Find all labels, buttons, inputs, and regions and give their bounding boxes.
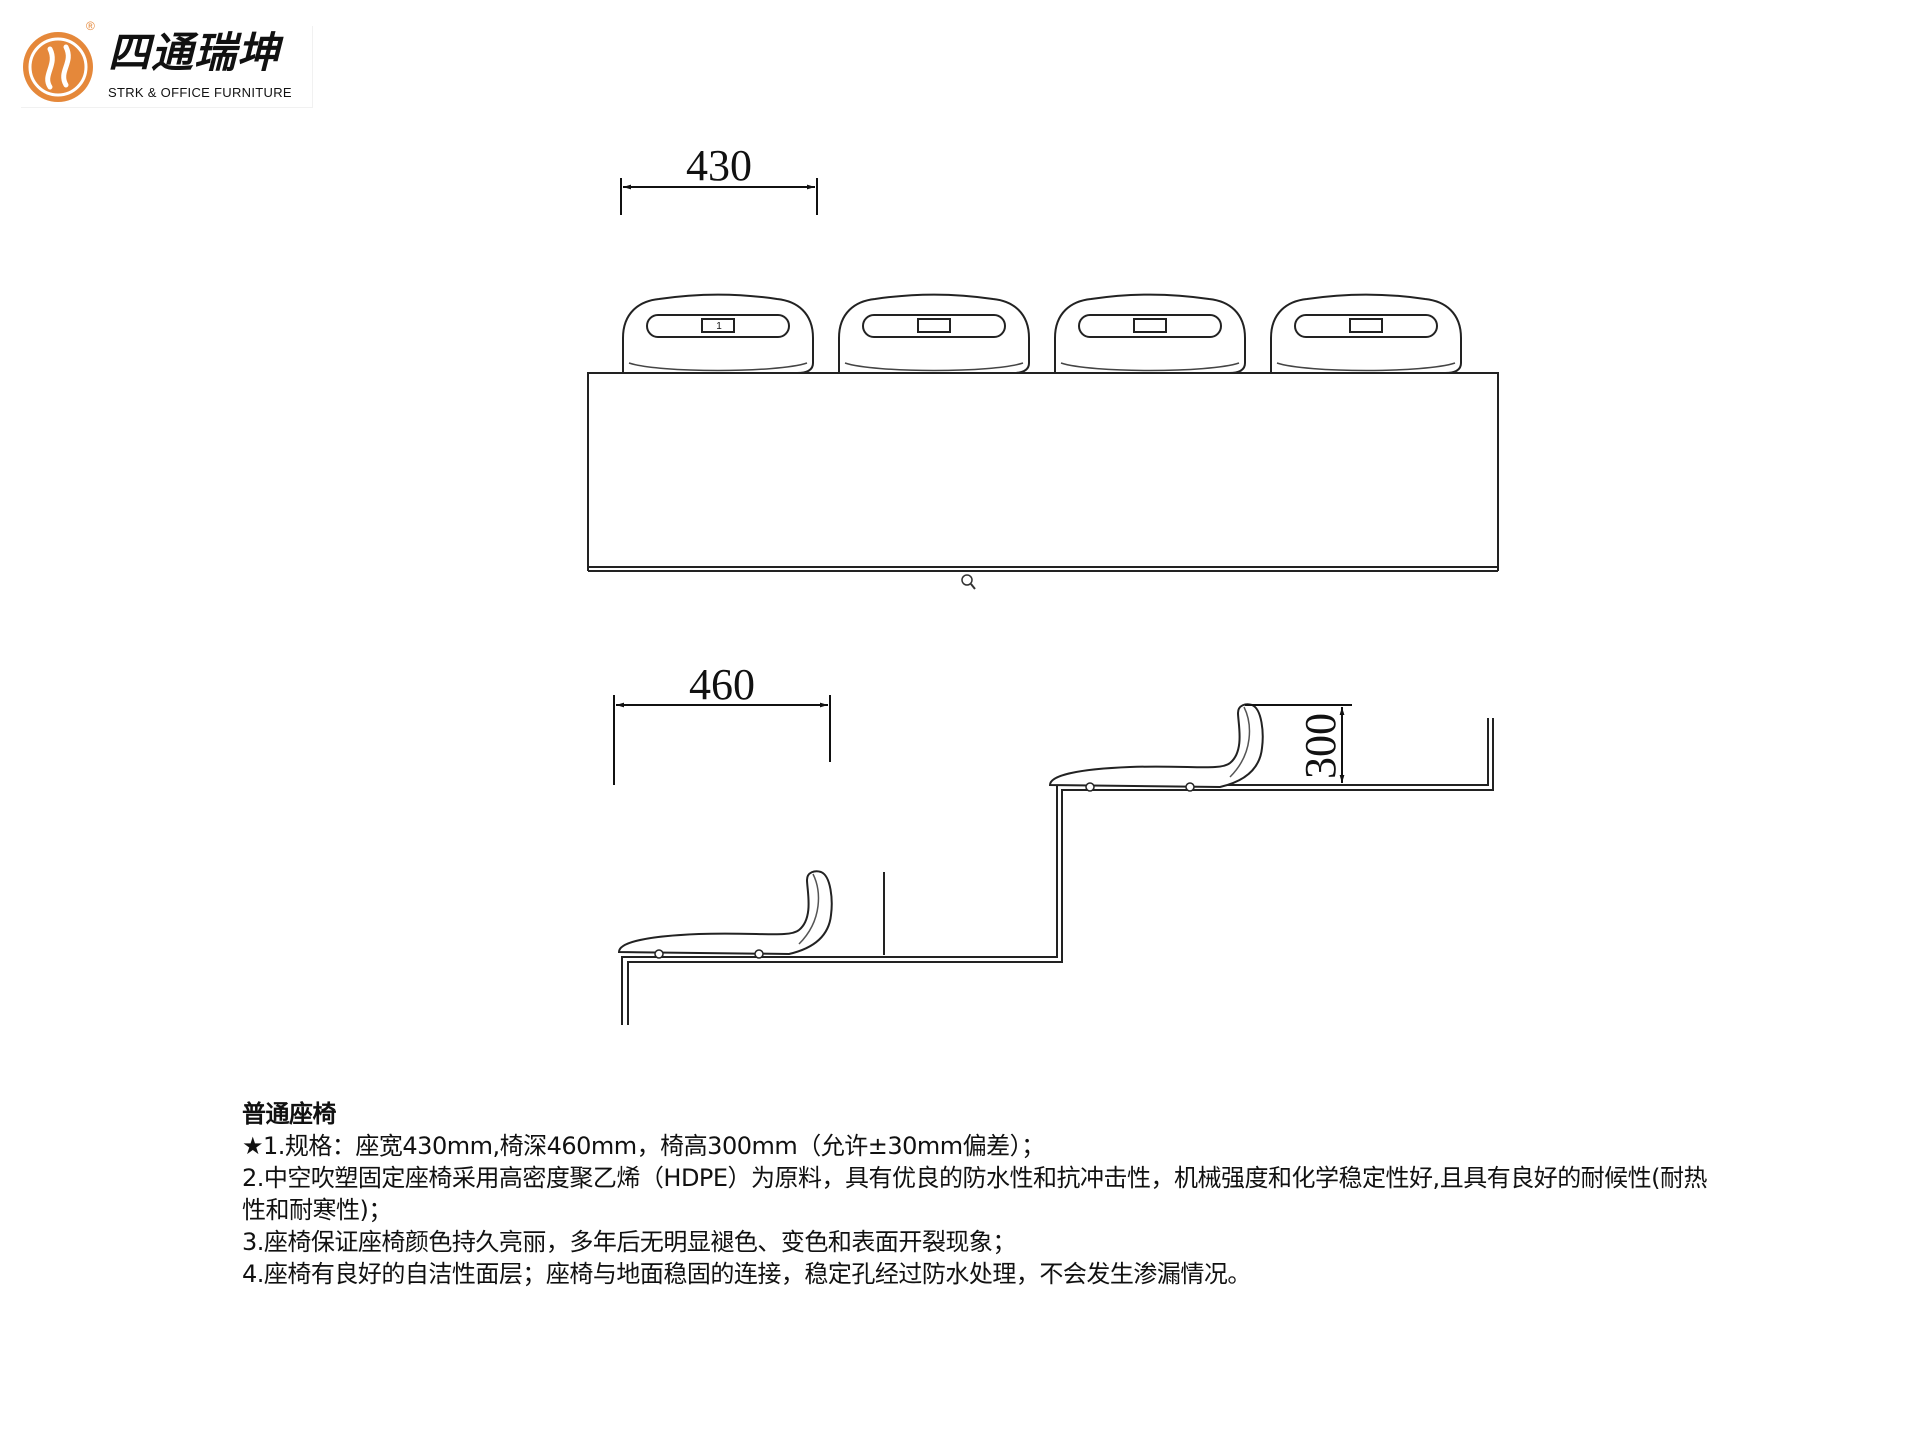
seat-technical-drawing: 430 1 460 300 bbox=[587, 141, 1499, 1025]
platform-top-view bbox=[587, 372, 1499, 572]
seat-number-label: 1 bbox=[716, 321, 722, 332]
width-dimension: 430 bbox=[620, 141, 818, 215]
spec-line: ★1.规格：座宽430mm,椅深460mm，椅高300mm（允许±30mm偏差）… bbox=[242, 1132, 1045, 1160]
spec-title: 普通座椅 bbox=[242, 1099, 337, 1128]
seat-top-view-4 bbox=[1270, 293, 1462, 374]
seat-top-view-2 bbox=[838, 293, 1030, 374]
stepped-platform-side-view bbox=[621, 718, 1494, 1025]
spec-line: 3.座椅保证座椅颜色持久亮丽，多年后无明显褪色、变色和表面开裂现象； bbox=[242, 1228, 1016, 1256]
height-dimension-label: 300 bbox=[1296, 713, 1345, 779]
logo-name-cn: 四通瑞坤 bbox=[108, 28, 281, 77]
logo-emblem-icon bbox=[23, 32, 93, 102]
company-logo: ® 四通瑞坤 STRK & OFFICE FURNITURE bbox=[20, 19, 312, 107]
seat-top-view-3 bbox=[1054, 293, 1246, 374]
spec-line: 2.中空吹塑固定座椅采用高密度聚乙烯（HDPE）为原料，具有优良的防水性和抗冲击… bbox=[242, 1164, 1708, 1224]
height-dimension: 300 bbox=[1245, 704, 1352, 783]
registered-mark: ® bbox=[86, 19, 95, 33]
seat-side-view-lower bbox=[618, 870, 833, 959]
seat-top-view-1 bbox=[622, 293, 814, 374]
zoom-magnifier-icon[interactable] bbox=[961, 574, 976, 590]
width-dimension-label: 430 bbox=[686, 141, 752, 190]
depth-dimension: 460 bbox=[613, 660, 831, 785]
spec-line: 4.座椅有良好的自洁性面层；座椅与地面稳固的连接，稳定孔经过防水处理，不会发生渗… bbox=[242, 1260, 1251, 1288]
logo-name-en: STRK & OFFICE FURNITURE bbox=[108, 85, 292, 100]
seat-side-view-upper bbox=[1049, 703, 1264, 792]
depth-dimension-label: 460 bbox=[689, 660, 755, 709]
specification-text: 普通座椅 ★1.规格：座宽430mm,椅深460mm，椅高300mm（允许±30… bbox=[242, 1098, 1722, 1290]
